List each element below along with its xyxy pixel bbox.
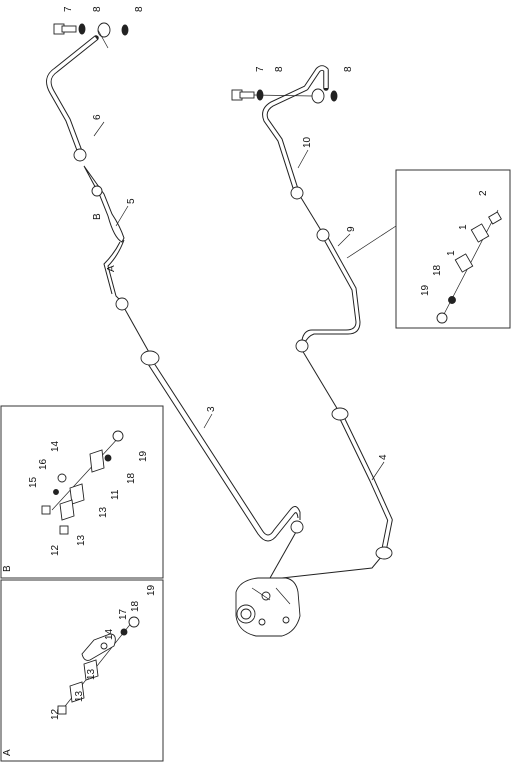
callout-7-left: 7 <box>63 6 74 12</box>
nut-19-a <box>128 616 140 628</box>
callout-5: 5 <box>126 198 137 204</box>
detail-a-label-19: 19 <box>146 584 157 596</box>
detail-b-label-15: 15 <box>28 476 39 488</box>
callout-6: 6 <box>92 114 103 120</box>
detail-b-label-16: 16 <box>38 458 49 470</box>
fitting-tube9-lower <box>295 339 309 353</box>
detail-b-label-14: 14 <box>50 440 61 452</box>
detail-b-label-18: 18 <box>126 472 137 484</box>
callout-8-right-b: 8 <box>343 66 354 72</box>
detail-b-panel: B 14 16 15 12 13 13 11 18 19 <box>0 405 164 579</box>
pump-body <box>235 577 301 637</box>
callout-19: 19 <box>420 284 431 296</box>
bracket-1-lower <box>454 253 474 273</box>
right-route-fittings <box>231 88 393 560</box>
callout-1-lower: 1 <box>446 250 457 256</box>
washer-8-b <box>121 24 129 36</box>
fitting-tube9-upper <box>316 228 330 242</box>
callout-8-right-a: 8 <box>274 66 285 72</box>
detail-a-title: A <box>2 749 13 756</box>
washer-14-b <box>57 473 67 483</box>
washer-8-a <box>78 23 86 35</box>
nut-19 <box>436 312 448 324</box>
banjo-fitting <box>97 22 111 38</box>
bolt-7-shank-right <box>239 91 255 99</box>
bolt-7-shank <box>61 25 77 33</box>
detail-b-title: B <box>2 565 13 572</box>
washer-18-a <box>120 628 128 636</box>
detail-b-label-19: 19 <box>138 450 149 462</box>
callout-detail-b-ref: B <box>92 213 103 220</box>
detail-b-label-13-b: 13 <box>98 506 109 518</box>
nut-19-b <box>112 430 124 442</box>
callout-7-right: 7 <box>255 66 266 72</box>
washer-16-b <box>53 489 59 495</box>
callout-8-left-b: 8 <box>134 6 145 12</box>
callout-9: 9 <box>346 226 357 232</box>
callout-4: 4 <box>378 454 389 460</box>
fitting-tube3-lower <box>290 520 304 534</box>
detail-a-label-14: 14 <box>104 628 115 640</box>
clamp-11 <box>89 449 105 473</box>
detail-b-label-13-a: 13 <box>76 534 87 546</box>
washer-14-a <box>100 642 108 650</box>
detail-bracket-box: 2 1 1 18 19 <box>395 169 511 329</box>
washer-8-right-b <box>330 90 338 102</box>
bolt-15 <box>41 505 51 515</box>
detail-b-label-12: 12 <box>50 544 61 556</box>
bolt-12-b <box>59 525 69 535</box>
washer-18 <box>448 296 456 304</box>
right-pipe-route <box>262 65 393 579</box>
callout-10: 10 <box>302 136 313 148</box>
callout-2: 2 <box>478 190 489 196</box>
fitting-hose4-upper <box>331 407 349 421</box>
callout-8-left-a: 8 <box>92 6 103 12</box>
detail-b-label-11: 11 <box>110 489 121 500</box>
callout-detail-a-ref: A <box>106 265 117 272</box>
left-route-fittings <box>53 22 304 534</box>
fitting-hose4-lower <box>375 546 393 560</box>
detail-a-panel: A 12 13 13 14 17 18 19 <box>0 579 164 762</box>
banjo-fitting-right <box>311 88 325 104</box>
callout-18: 18 <box>432 264 443 276</box>
bolt-12-a <box>57 705 67 715</box>
fitting-hose6-lower <box>73 148 87 162</box>
washer-18-b <box>104 454 112 462</box>
detail-a-label-13-a: 13 <box>74 690 85 702</box>
bolt-2 <box>488 211 502 225</box>
clamp-13-a <box>69 483 85 505</box>
detail-a-label-17: 17 <box>118 608 129 620</box>
bracket-1-upper <box>470 223 490 243</box>
bracket-17 <box>81 633 116 661</box>
clamp-13-d <box>69 681 85 703</box>
left-pipe-route <box>46 35 301 579</box>
clamp-13-b <box>59 499 75 521</box>
fitting-hose10-lower <box>290 186 304 200</box>
fitting-tube5-upper <box>91 185 103 197</box>
fitting-tube3-upper <box>140 350 160 366</box>
clamp-13-c <box>83 659 99 681</box>
main-callouts: 7 8 8 6 5 B A 3 7 8 8 10 9 4 <box>63 6 397 481</box>
callout-3: 3 <box>206 406 217 412</box>
detail-a-label-18: 18 <box>130 600 141 612</box>
callout-1-upper: 1 <box>458 224 469 230</box>
detail-a-label-13-b: 13 <box>86 668 97 680</box>
detail-a-label-12: 12 <box>50 708 61 720</box>
fitting-tube5-lower <box>115 297 129 311</box>
